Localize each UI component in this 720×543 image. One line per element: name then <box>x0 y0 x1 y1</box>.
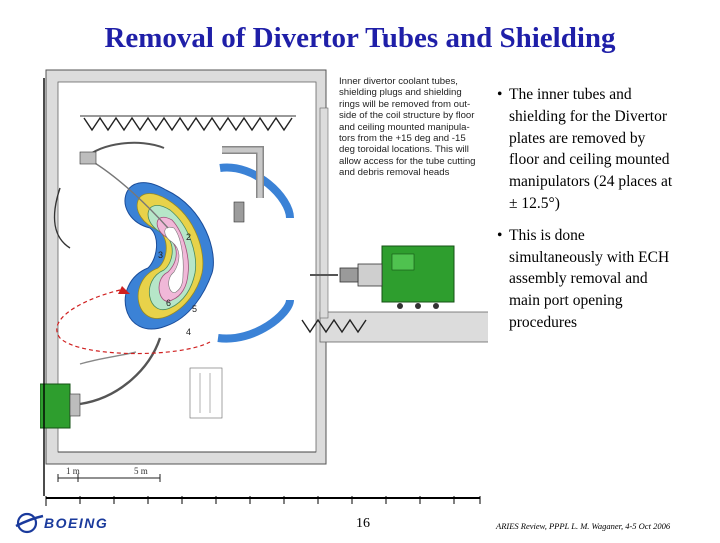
ring-label-6: 6 <box>166 298 171 308</box>
bullet-item: • This is done simultaneously with ECH a… <box>497 226 670 331</box>
lower-bellows <box>301 318 367 334</box>
boeing-logo: BOEING <box>14 508 126 538</box>
bullet-dot-icon: • <box>497 226 503 244</box>
ring-label-5: 5 <box>192 304 197 314</box>
annotation-line: and ceiling mounted manipula- <box>339 121 470 133</box>
annotation-line: deg toroidal locations. This will <box>339 144 469 156</box>
ceiling-manipulator <box>53 141 169 249</box>
bullet-list: • The inner tubes and shielding for the … <box>497 84 719 344</box>
annotation-line: side of the coil structure by floor <box>339 110 475 122</box>
ring-label-3: 3 <box>158 250 163 260</box>
rotation-arc <box>56 289 211 355</box>
slide-title: Removal of Divertor Tubes and Shielding <box>104 22 616 54</box>
ring-label-4: 4 <box>186 327 191 337</box>
shielding-rings <box>124 182 214 330</box>
page-number: 16 <box>356 516 370 531</box>
ring-label-2: 2 <box>186 232 191 242</box>
figure-annotation: Inner divertor coolant tubes, shielding … <box>339 76 491 179</box>
annotation-line: and debris removal heads <box>339 167 450 179</box>
annotation-line: rings will be removed from out- <box>339 98 471 110</box>
scale-label-1m: 1 m <box>66 466 80 476</box>
divertor-cross-section-diagram: 2 3 4 5 6 <box>40 69 488 506</box>
ech-assembly <box>310 245 455 309</box>
upper-bellows <box>83 116 293 132</box>
annotation-line: allow access for the tube cutting <box>339 155 476 167</box>
floor-manipulator <box>40 337 162 429</box>
bullet-dot-icon: • <box>497 86 503 103</box>
bullet-item: • The inner tubes and shielding for the … <box>497 86 673 212</box>
boeing-wordmark: BOEING <box>44 515 109 531</box>
scale-label-5m: 5 m <box>134 466 148 476</box>
boeing-symbol-icon <box>15 512 44 534</box>
scale-ruler <box>43 78 481 506</box>
annotation-line: tors from the +15 deg and -15 <box>339 133 466 145</box>
annotation-line: shielding plugs and shielding <box>339 87 462 99</box>
annotation-line: Inner divertor coolant tubes, <box>339 76 458 87</box>
footer-citation: ARIES Review, PPPL L. M. Waganer, 4-5 Oc… <box>496 521 671 531</box>
